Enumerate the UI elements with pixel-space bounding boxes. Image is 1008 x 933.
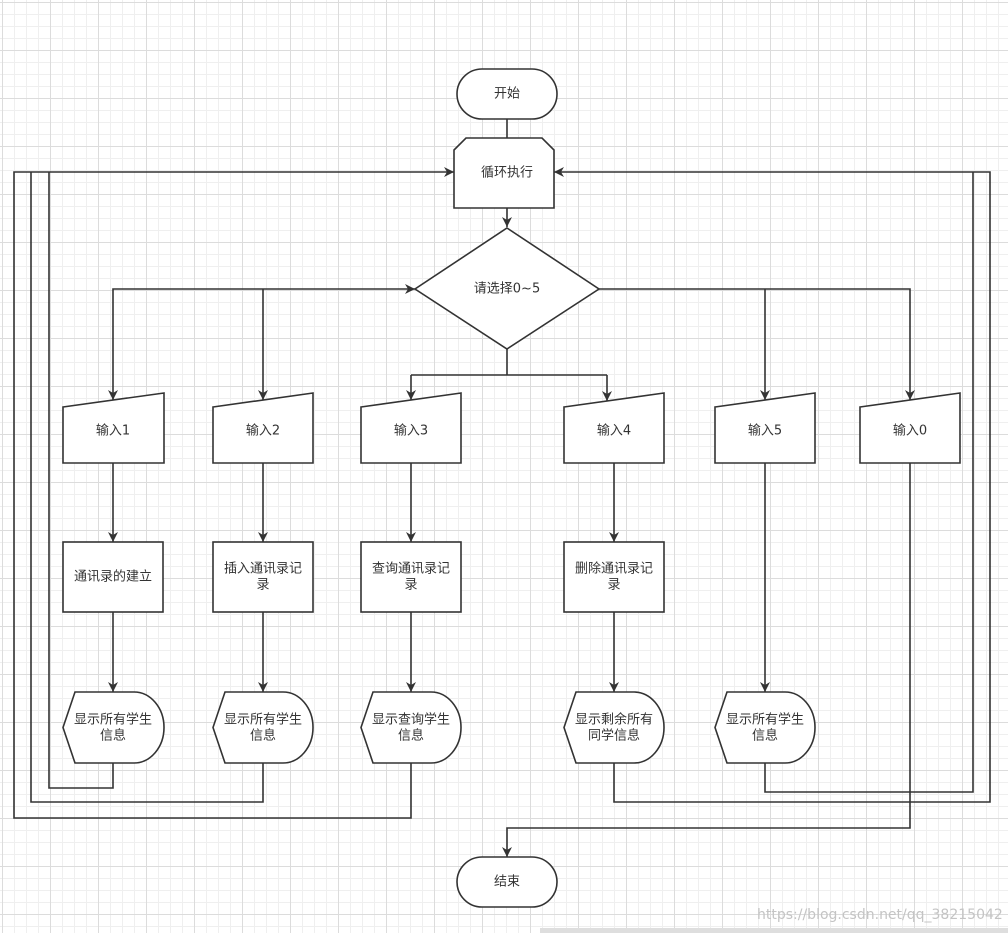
- process-node-label-line-1: 插入通讯录记: [224, 562, 302, 577]
- display-node-3: 显示查询学生 信息: [360, 691, 462, 764]
- process-node-label: 通讯录的建立: [74, 569, 152, 585]
- input-node-0: 输入0: [859, 392, 961, 464]
- display-node-shape: [563, 691, 665, 764]
- input-node-label: 输入4: [597, 423, 631, 439]
- display-node-2: 显示所有学生 信息: [212, 691, 314, 764]
- process-node-label-line-2: 录: [607, 578, 620, 593]
- display-node-5: 显示所有学生 信息: [714, 691, 816, 764]
- watermark: https://blog.csdn.net/qq_38215042: [757, 907, 1003, 923]
- terminal-end: 结束: [456, 856, 558, 908]
- display-node-label-line-2: 信息: [398, 728, 424, 744]
- input-node-label: 输入5: [748, 423, 782, 439]
- display-node-4: 显示剩余所有 同学信息: [563, 691, 665, 764]
- display-node-shape: [714, 691, 816, 764]
- terminal-end-shape: [456, 856, 558, 908]
- process-node-shape: [360, 541, 462, 613]
- edge-input-0-to-end: [502, 463, 911, 857]
- input-node-shape: [714, 392, 816, 464]
- display-node-shape: [212, 691, 314, 764]
- decision-node: 请选择0~5: [413, 227, 601, 350]
- process-node-label-line-1: 查询通讯录记: [372, 562, 450, 577]
- process-node-3: 查询通讯录记 录: [360, 541, 462, 613]
- display-node-1: 显示所有学生 信息: [62, 691, 165, 764]
- edge-loopback-display-2: [30, 172, 264, 803]
- edge-loopback-display-3: [13, 167, 454, 819]
- arrowhead-into-decision: [405, 284, 415, 294]
- input-node-shape: [360, 392, 462, 464]
- input-node-shape: [212, 392, 314, 464]
- edge-loopback-display-5: [764, 172, 974, 793]
- process-node-label-line-2: 录: [256, 578, 269, 593]
- display-node-label-line-1: 显示剩余所有: [575, 712, 653, 728]
- terminal-start-shape: [456, 68, 558, 120]
- loop-node-label: 循环执行: [481, 166, 533, 181]
- input-node-3: 输入3: [360, 392, 462, 464]
- process-node-label-line-2: 录: [404, 578, 417, 593]
- input-node-label: 输入2: [246, 423, 280, 439]
- input-node-5: 输入5: [714, 392, 816, 464]
- connectors: [13, 119, 991, 857]
- process-node-shape: [563, 541, 665, 613]
- input-node-1: 输入1: [62, 392, 165, 464]
- edge-loopback-display-1: [48, 172, 114, 789]
- horizontal-scrollbar[interactable]: [540, 928, 1008, 933]
- input-node-2: 输入2: [212, 392, 314, 464]
- process-node-4: 删除通讯录记 录: [563, 541, 665, 613]
- terminal-end-label: 结束: [494, 875, 520, 890]
- loop-node: 循环执行: [453, 137, 555, 209]
- input-node-label: 输入0: [893, 423, 927, 439]
- display-node-label-line-2: 同学信息: [588, 728, 640, 744]
- input-node-shape: [62, 392, 165, 464]
- input-node-shape: [859, 392, 961, 464]
- process-node-2: 插入通讯录记 录: [212, 541, 314, 613]
- input-node-4: 输入4: [563, 392, 665, 464]
- input-node-label: 输入1: [96, 423, 130, 439]
- process-node-label-line-1: 删除通讯录记: [575, 562, 653, 577]
- edge-decision-to-input-1: [108, 288, 415, 400]
- process-node-shape: [212, 541, 314, 613]
- display-node-label-line-1: 显示所有学生: [74, 712, 152, 728]
- display-node-shape: [62, 691, 165, 764]
- terminal-start-label: 开始: [494, 87, 520, 102]
- display-node-label-line-1: 显示所有学生: [224, 712, 302, 728]
- decision-node-label: 请选择0~5: [474, 282, 540, 297]
- loop-node-shape: [453, 137, 555, 209]
- display-node-shape: [360, 691, 462, 764]
- display-node-label-line-2: 信息: [752, 728, 778, 744]
- display-node-label-line-1: 显示查询学生: [372, 712, 450, 728]
- input-node-label: 输入3: [394, 423, 428, 439]
- display-node-label-line-2: 信息: [100, 728, 126, 744]
- edge-loopback-display-4: [554, 167, 991, 803]
- display-node-label-line-2: 信息: [250, 728, 276, 744]
- input-node-shape: [563, 392, 665, 464]
- display-node-label-line-1: 显示所有学生: [726, 712, 804, 728]
- process-node-1: 通讯录的建立: [62, 541, 164, 613]
- terminal-start: 开始: [456, 68, 558, 120]
- decision-node-shape: [413, 227, 601, 350]
- edge-decision-to-input-0: [599, 288, 915, 400]
- process-node-shape: [62, 541, 164, 613]
